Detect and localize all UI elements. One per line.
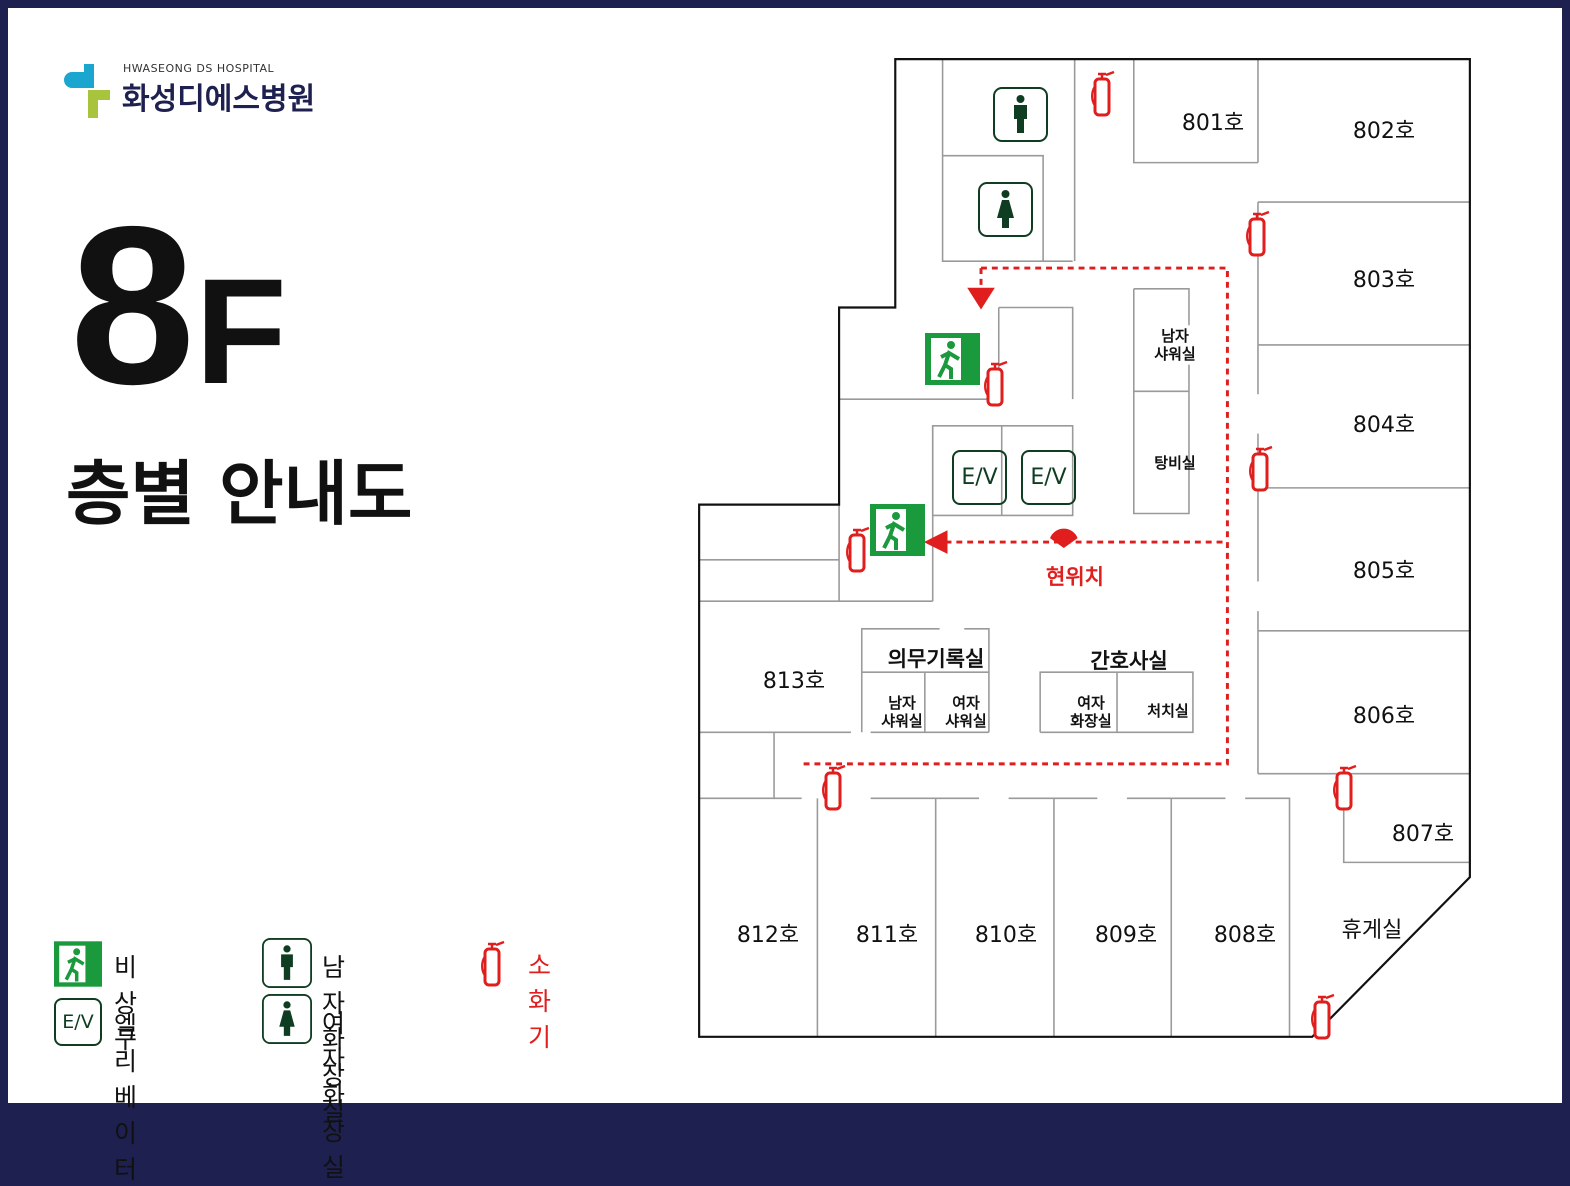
fire-extinguisher-icon	[1332, 764, 1360, 816]
male-toilet-icon	[993, 87, 1048, 142]
logo-korean: 화성디에스병원	[122, 82, 316, 117]
room-806: 806호	[1352, 704, 1416, 729]
emergency-exit-icon	[870, 504, 925, 556]
logo-mark-icon	[64, 64, 110, 118]
floor-guide-frame: HWASEONG DS HOSPITAL 화성디에스병원 8F 층별 안내도 8…	[8, 8, 1562, 1184]
female-toilet-icon	[978, 182, 1033, 237]
legend-extinguisher-icon	[480, 940, 508, 992]
floor-plan	[698, 58, 1471, 1038]
room-807: 807호	[1391, 822, 1455, 847]
female-shower: 여자 샤워실	[945, 694, 987, 730]
legend-female-toilet-icon	[262, 994, 312, 1044]
elevator-label: E/V	[1030, 465, 1067, 490]
legend-extinguisher-label: 소화기	[528, 951, 552, 1052]
page-title: 층별 안내도	[66, 453, 413, 535]
room-801: 801호	[1181, 111, 1245, 136]
legend-female-toilet-label: 여자화장실	[322, 1009, 346, 1182]
elevator-label: E/V	[62, 1011, 94, 1033]
lounge: 휴게실	[1341, 918, 1403, 943]
fire-extinguisher-icon	[1245, 210, 1273, 262]
fire-extinguisher-icon	[1248, 445, 1276, 497]
legend-exit-label: 비상구	[114, 953, 138, 1054]
floor-suffix: F	[195, 247, 287, 415]
elevator-label: E/V	[961, 465, 998, 490]
fire-extinguisher-icon	[1310, 993, 1338, 1045]
elevator-1: E/V	[952, 450, 1007, 505]
current-location-marker	[1050, 528, 1078, 548]
elevator-2: E/V	[1021, 450, 1076, 505]
room-812: 812호	[736, 923, 800, 948]
male-shower-upper: 남자 샤워실	[1154, 327, 1196, 363]
current-location-label: 현위치	[1046, 565, 1104, 589]
floor-digit: 8	[70, 179, 196, 431]
fire-extinguisher-icon	[983, 360, 1011, 412]
male-shower: 남자 샤워실	[881, 694, 923, 730]
hospital-logo: HWASEONG DS HOSPITAL 화성디에스병원	[58, 60, 358, 130]
evacuation-route	[803, 266, 1229, 766]
room-804: 804호	[1352, 413, 1416, 438]
room-809: 809호	[1094, 923, 1158, 948]
fire-extinguisher-icon	[821, 764, 849, 816]
room-808: 808호	[1213, 923, 1277, 948]
legend-elevator-icon: E/V	[54, 998, 102, 1046]
room-803: 803호	[1352, 268, 1416, 293]
floor-number: 8F	[70, 193, 287, 418]
legend-exit-icon	[54, 941, 102, 987]
logo-english: HWASEONG DS HOSPITAL	[123, 62, 275, 75]
treatment-room: 처치실	[1147, 702, 1189, 720]
room-805: 805호	[1352, 559, 1416, 584]
room-802: 802호	[1352, 119, 1416, 144]
emergency-exit-icon	[925, 333, 980, 385]
legend-elevator-label: 엘리베이터	[114, 1011, 138, 1184]
nurse-station: 간호사실	[1090, 649, 1168, 673]
fire-extinguisher-icon	[845, 526, 873, 578]
room-810: 810호	[974, 923, 1038, 948]
room-811: 811호	[855, 923, 919, 948]
medical-records-room: 의무기록실	[887, 647, 985, 671]
fire-extinguisher-icon	[1090, 70, 1118, 122]
interior-walls	[699, 59, 1470, 1037]
room-813: 813호	[762, 669, 826, 694]
outer-wall	[698, 58, 1471, 1038]
route-arrow-down	[967, 287, 995, 310]
legend-male-toilet-icon	[262, 938, 312, 988]
pantry: 탕비실	[1154, 454, 1196, 472]
female-restroom: 여자 화장실	[1070, 694, 1112, 730]
route-arrow-left	[923, 530, 948, 554]
